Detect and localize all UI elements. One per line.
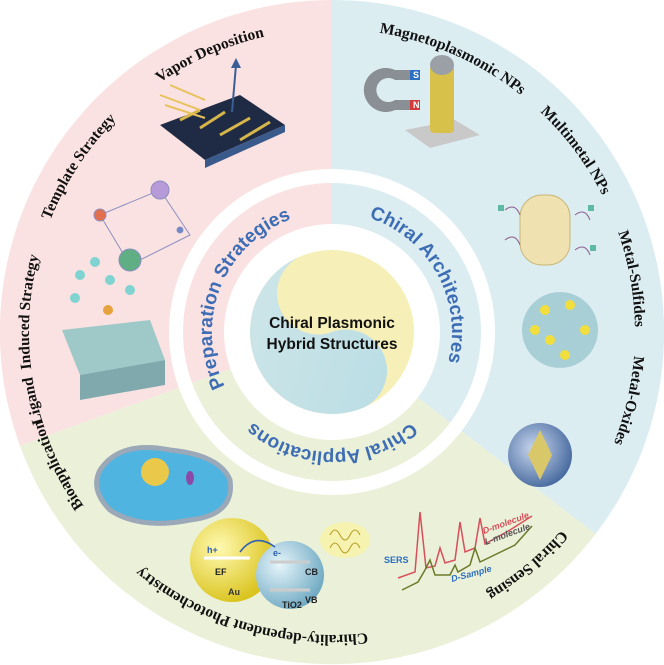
tio2-label: TiO2	[282, 600, 302, 610]
vapor-deposition-illustration	[159, 58, 285, 168]
metal-oxides-illustration	[508, 423, 572, 487]
electron-label: e-	[273, 548, 281, 558]
vb-label: VB	[305, 595, 318, 605]
photochemistry-illustration: EF Au CB VB TiO2 h+ e-	[190, 518, 370, 610]
template-strategy-illustration	[93, 180, 191, 272]
sector-applications	[19, 332, 596, 665]
ligand-strategy-illustration	[62, 257, 165, 400]
d-molecule-spectrum	[397, 511, 533, 579]
magnetoplasmonic-illustration: N S	[363, 55, 480, 148]
cb-label: CB	[305, 567, 318, 577]
white-ring	[169, 169, 495, 495]
center-title-line1: Chiral Plasmonic	[269, 315, 395, 332]
metal-sulfides-illustration	[522, 292, 598, 368]
center-yin-yang	[250, 250, 414, 414]
ef-label: EF	[215, 567, 227, 577]
sers-label: SERS	[384, 555, 409, 565]
magnet-s: S	[413, 70, 419, 80]
bioapplication-illustration	[94, 445, 233, 526]
au-label: Au	[228, 587, 240, 597]
magnet-n: N	[413, 100, 420, 110]
hole-label: h+	[207, 545, 218, 555]
l-molecule-spectrum	[401, 525, 533, 591]
center-title-line2: Hybrid Structures	[267, 336, 398, 353]
multimetal-illustration	[498, 194, 596, 266]
